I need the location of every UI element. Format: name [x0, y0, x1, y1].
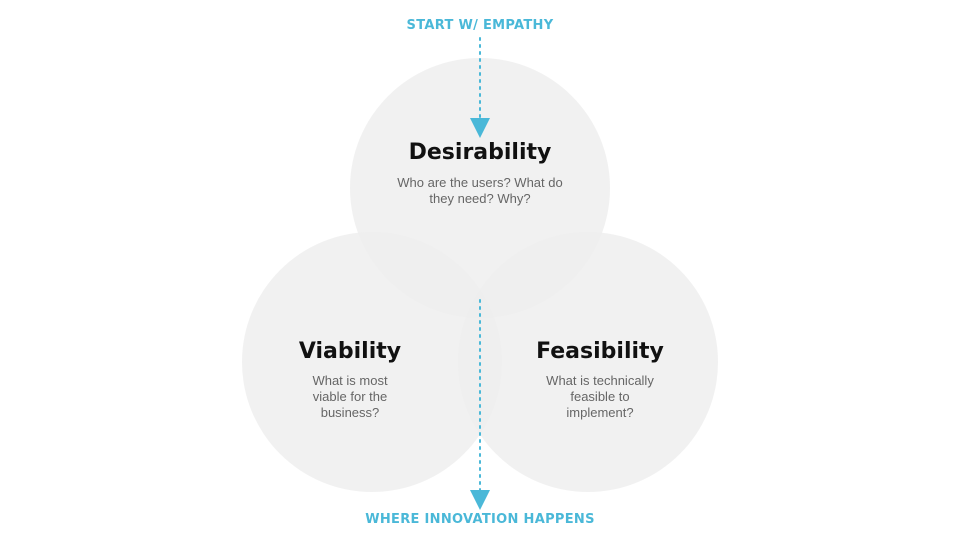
- desirability-title: Desirability: [408, 140, 552, 165]
- viability-title: Viability: [298, 339, 402, 364]
- where-innovation-happens-label: WHERE INNOVATION HAPPENS: [365, 512, 595, 527]
- circle-viability: [242, 232, 502, 492]
- feasibility-description: What is technically feasible to implemen…: [546, 373, 654, 420]
- viability-description: What is most viable for the business?: [312, 373, 388, 420]
- desirability-description: Who are the users? What do they need? Wh…: [397, 175, 563, 206]
- circle-feasibility: [458, 232, 718, 492]
- start-with-empathy-label: START W/ EMPATHY: [406, 18, 554, 33]
- feasibility-title: Feasibility: [536, 339, 664, 364]
